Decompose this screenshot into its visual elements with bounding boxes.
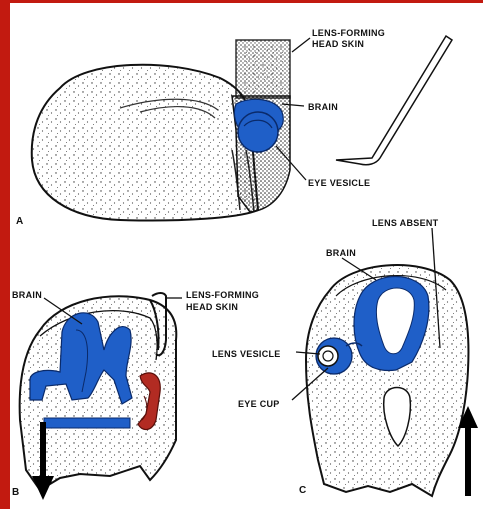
- label-lens-forming-b2: HEAD SKIN: [186, 302, 238, 312]
- embryo-head: [32, 65, 258, 221]
- panel-letter-a: A: [16, 216, 23, 227]
- label-brain-b: BRAIN: [12, 290, 42, 300]
- label-eye-cup-c: EYE CUP: [238, 399, 280, 409]
- label-lens-forming-a2: HEAD SKIN: [312, 39, 364, 49]
- label-brain-a: BRAIN: [308, 102, 338, 112]
- panel-letter-b: B: [12, 487, 19, 498]
- label-eye-vesicle-a: EYE VESICLE: [308, 178, 370, 188]
- label-lens-forming-a1: LENS-FORMING: [312, 28, 385, 38]
- panel-b: BRAIN LENS-FORMING HEAD SKIN B: [12, 290, 259, 500]
- panel-c: BRAIN LENS ABSENT LENS VESICLE EYE CUP C: [212, 218, 478, 496]
- label-lens-vesicle-c: LENS VESICLE: [212, 349, 281, 359]
- eye-vesicle-a: [238, 112, 278, 152]
- label-lens-absent-c: LENS ABSENT: [372, 218, 439, 228]
- label-lens-forming-b1: LENS-FORMING: [186, 290, 259, 300]
- floor-bar-b: [44, 418, 130, 428]
- label-brain-c: BRAIN: [326, 248, 356, 258]
- panel-letter-c: C: [299, 485, 306, 496]
- panel-a: LENS-FORMING HEAD SKIN BRAIN EYE VESICLE…: [16, 28, 452, 227]
- glass-needle: [336, 36, 452, 165]
- lens-vesicle-c: [318, 346, 338, 366]
- leader-lens-forming-a: [292, 38, 310, 52]
